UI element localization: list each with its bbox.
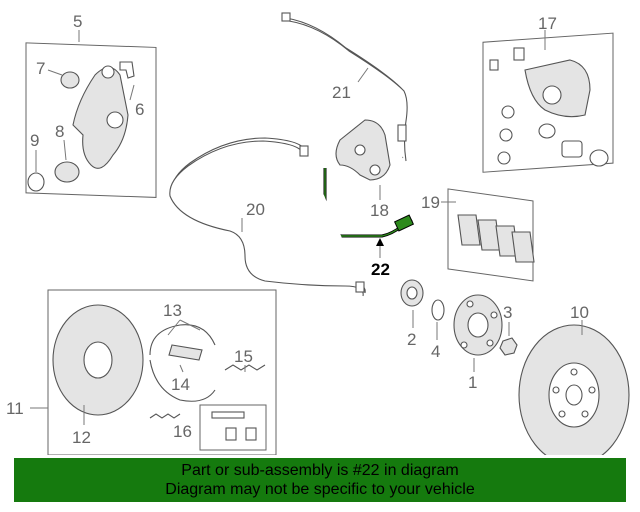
callout-7: 7: [36, 59, 45, 78]
callout-13: 13: [163, 301, 182, 320]
callout-22: 22: [371, 260, 390, 279]
callout-5: 5: [73, 12, 82, 31]
knuckle-group: [25, 30, 157, 198]
callout-20: 20: [246, 200, 265, 219]
caliper-group: [482, 30, 614, 173]
brake-line-20: [169, 137, 366, 297]
callout-1: 1: [468, 373, 477, 392]
callout-4: 4: [431, 342, 440, 361]
callout-18: 18: [370, 201, 389, 220]
callout-14: 14: [171, 375, 190, 394]
hub-1-nut-3: [453, 294, 518, 372]
callout-16: 16: [173, 422, 192, 441]
caliper-bracket-18: [335, 119, 391, 200]
callout-3: 3: [503, 303, 512, 322]
brake-pads-19: [441, 188, 535, 282]
banner-line-2: Diagram may not be specific to your vehi…: [165, 481, 475, 498]
callout-10: 10: [570, 303, 589, 322]
callout-19: 19: [421, 193, 440, 212]
parking-brake-group: [30, 289, 277, 455]
callout-17: 17: [538, 14, 557, 33]
callout-12: 12: [72, 428, 91, 447]
bearing-2-ring-4: [400, 279, 445, 340]
banner-line-1: Part or sub-assembly is #22 in diagram: [181, 462, 459, 479]
info-banner: Part or sub-assembly is #22 in diagram D…: [14, 458, 626, 502]
callout-6: 6: [135, 100, 144, 119]
callout-11: 11: [6, 399, 24, 418]
parts-diagram: 5 7 6 9 8 21 17 18 19 20 22 2 4 3 1 10 1…: [6, 12, 630, 455]
callout-21: 21: [332, 83, 351, 102]
callout-15: 15: [234, 347, 253, 366]
callout-8: 8: [55, 122, 64, 141]
rotor-10: [518, 320, 630, 455]
callout-9: 9: [30, 131, 39, 150]
callout-2: 2: [407, 330, 416, 349]
